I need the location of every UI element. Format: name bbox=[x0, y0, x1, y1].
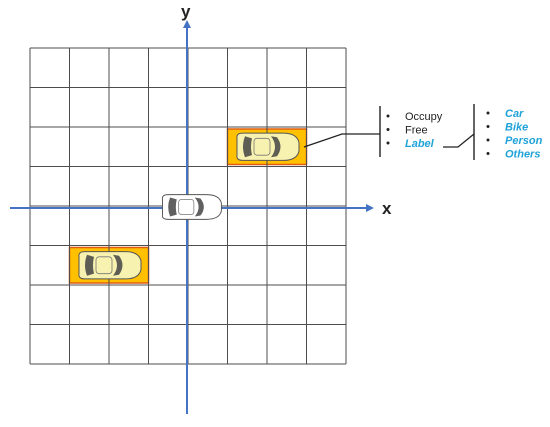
bullet-icon bbox=[486, 138, 490, 142]
connector-line bbox=[303, 133, 380, 148]
label-item: Car bbox=[505, 108, 524, 120]
connector-line bbox=[443, 133, 475, 148]
label-item: Others bbox=[505, 149, 540, 161]
bullet-icon bbox=[386, 141, 390, 145]
ego-car bbox=[161, 194, 222, 220]
x-axis-label: x bbox=[382, 199, 392, 218]
detected-car bbox=[78, 251, 142, 280]
detected-car bbox=[236, 132, 300, 161]
label-item: Person bbox=[505, 135, 543, 147]
bullet-icon bbox=[386, 114, 390, 118]
state-item: Free bbox=[405, 125, 428, 137]
bullet-icon bbox=[386, 128, 390, 131]
state-item: Occupy bbox=[405, 111, 443, 123]
bullet-icon bbox=[486, 111, 490, 115]
y-axis-label: y bbox=[181, 2, 191, 21]
label-item: Bike bbox=[505, 122, 528, 134]
bullet-icon bbox=[486, 125, 490, 128]
state-item: Label bbox=[405, 138, 435, 150]
bullet-icon bbox=[486, 152, 490, 155]
